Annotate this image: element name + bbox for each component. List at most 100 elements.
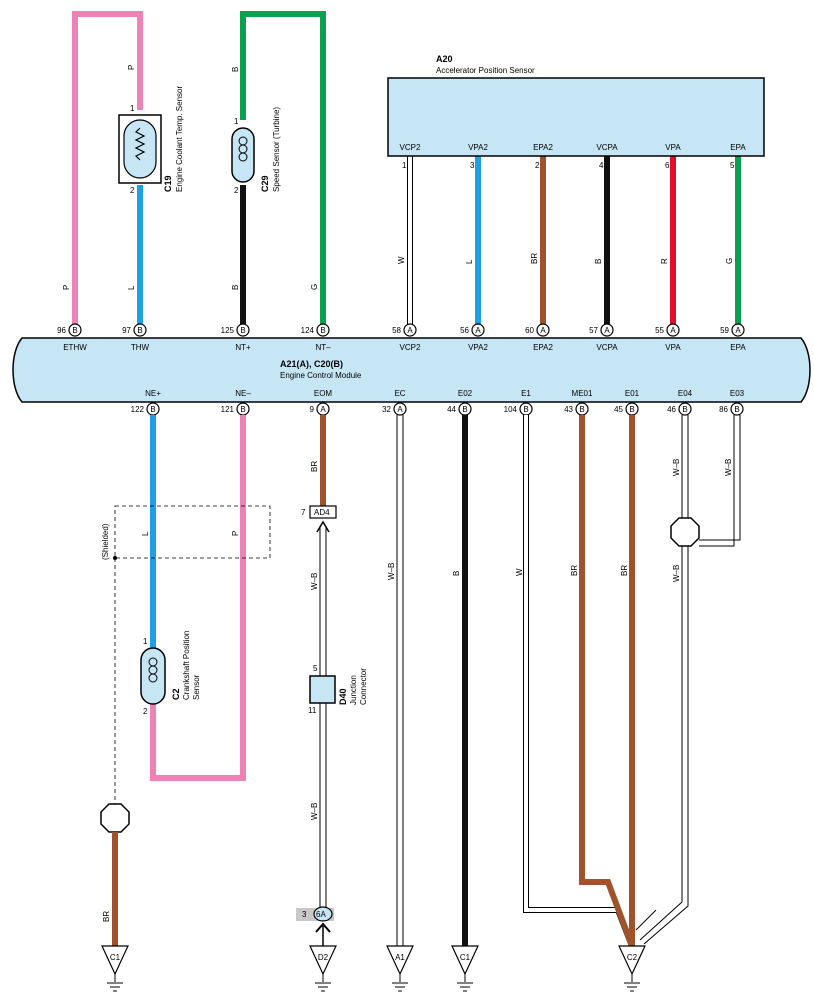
c19-pin-top: 1 — [130, 104, 135, 113]
c19-sensor: 1 2 C19 Engine Coolant Temp. Sensor — [118, 86, 184, 195]
ecm-top-pin-number-8: 55 — [655, 326, 664, 335]
ecm-bottom-pin-number-4: 44 — [447, 405, 456, 414]
d40-id: D40 — [338, 688, 348, 705]
nt-plus-wire-label: B — [231, 285, 240, 290]
a20-wire-label-5: G — [725, 258, 734, 264]
shield: (Shielded) — [101, 505, 271, 804]
ecm-bottom-pin-conn-5: B — [523, 405, 528, 414]
c29-pin-bottom: 2 — [234, 186, 239, 195]
ground-triangle-1 — [309, 945, 337, 976]
ecm-bottom-pin-name-3: EC — [394, 389, 405, 398]
a20-pin-number-3: 4 — [599, 161, 604, 170]
ecm-top-pin-conn-5: A — [475, 326, 481, 335]
ecm-top-pin-number-3: 124 — [301, 326, 315, 335]
ecm-top-pin-conn-1: B — [137, 326, 142, 335]
ecm-name: Engine Control Module — [280, 371, 362, 380]
ecm-bottom-pin-conn-8: B — [682, 405, 687, 414]
ecm-bottom-pin-name-1: NE– — [235, 389, 251, 398]
j6a-connector — [313, 906, 333, 922]
a20-pin-number-5: 5 — [730, 161, 735, 170]
ecm-bottom-pin-number-9: 86 — [719, 405, 728, 414]
a20-pin-number-2: 2 — [535, 161, 540, 170]
ecm-top-pin-number-2: 125 — [221, 326, 235, 335]
a20-pin-name-3: VCPA — [596, 143, 618, 152]
ecm-top-pin-conn-2: B — [240, 326, 245, 335]
ecm-top-pin-conn-6: A — [540, 326, 546, 335]
ad4-connector — [309, 505, 337, 519]
ecm-bottom-pins: NE+B122NE–B121EOMA9ECA32E02B44E1B104ME01… — [131, 389, 745, 416]
e04-splice — [670, 517, 700, 547]
ethw-wire-label: P — [62, 285, 71, 290]
ecm-top-pin-circle-7 — [600, 323, 614, 337]
ecm-bottom-pin-number-8: 46 — [667, 405, 676, 414]
a20-wire-label-3: B — [594, 259, 603, 264]
ecm-top-pin-number-9: 59 — [720, 326, 729, 335]
e03-wire-label: W–B — [724, 459, 733, 476]
ecm-top-pin-name-2: NT+ — [235, 343, 251, 352]
wire-nt-minus-green — [240, 11, 326, 330]
shield-wire-label: BR — [102, 911, 111, 922]
ecm-top-pin-conn-0: B — [72, 326, 77, 335]
ecm-top-pin-circle-6 — [536, 323, 550, 337]
a20-wire-label-0: W — [397, 256, 406, 264]
ecm-top-pin-circle-3 — [316, 323, 330, 337]
ecm-top-pin-conn-9: A — [735, 326, 741, 335]
a20-pin-name-0: VCP2 — [400, 143, 421, 152]
ecm-bottom-pin-number-6: 43 — [564, 405, 573, 414]
c19-id: C19 — [163, 175, 173, 192]
ec-wire-label: W–B — [387, 563, 396, 580]
a20-pin-number-1: 3 — [470, 161, 475, 170]
c19-upper-wire-label: P — [127, 65, 136, 70]
j6a-pin: 3 — [302, 910, 307, 919]
ground-triangle-3 — [451, 945, 479, 976]
c2-name-line1: Crankshaft Position — [182, 631, 191, 700]
ecm-top-pin-circle-8 — [666, 323, 680, 337]
ecm-top-pin-number-6: 60 — [525, 326, 534, 335]
ecm-bottom-pin-name-7: E01 — [625, 389, 640, 398]
wire-wb-d40 — [316, 520, 330, 912]
shielded-label: (Shielded) — [101, 523, 110, 560]
ecm-bottom-pin-circle-3 — [393, 402, 407, 416]
ecm-top-pin-name-1: THW — [131, 343, 150, 352]
a20-pin-name-5: EPA — [730, 143, 746, 152]
ecm-bottom-pin-conn-0: B — [150, 405, 155, 414]
ground-0: C1 — [101, 945, 129, 992]
ecm-top-pin-number-4: 58 — [392, 326, 401, 335]
c29-sensor: 1 2 C29 Speed Sensor (Turbine) — [231, 107, 281, 195]
ground-3: C1 — [451, 945, 479, 992]
ground-triangle-0 — [101, 945, 129, 976]
c2-pin-bottom: 2 — [143, 707, 148, 716]
wire-e04-e03-wb — [635, 415, 741, 945]
wire-me01-brown — [579, 415, 635, 948]
eom-wire-label: BR — [310, 461, 319, 472]
ground-label-3: C1 — [460, 953, 471, 962]
ecm-bottom-pin-circle-9 — [730, 402, 744, 416]
d40-pin-top: 5 — [313, 664, 318, 673]
c29-pin-top: 1 — [234, 117, 239, 126]
ecm-bottom-pin-name-5: E1 — [521, 389, 531, 398]
a20-pin-number-4: 6 — [665, 161, 670, 170]
ecm-bottom-pin-conn-3: A — [397, 405, 403, 414]
ground-label-2: A1 — [395, 953, 405, 962]
c19-name: Engine Coolant Temp. Sensor — [175, 86, 184, 192]
ecm-bottom-pin-conn-2: A — [320, 405, 326, 414]
c2-name-line2: Sensor — [192, 674, 201, 700]
ecm-top-pin-conn-3: B — [320, 326, 325, 335]
a20-pin-name-2: EPA2 — [533, 143, 553, 152]
e04-wire-label: W–B — [672, 459, 681, 476]
ground-label-4: C2 — [627, 953, 638, 962]
c29-id: C29 — [260, 175, 270, 192]
ecm-bottom-pin-conn-4: B — [462, 405, 467, 414]
ecm-top-pin-circle-0 — [68, 323, 82, 337]
d40-junction — [309, 675, 336, 704]
ecm-top-pin-number-1: 97 — [122, 326, 131, 335]
ecm-bottom-pin-circle-8 — [678, 402, 692, 416]
ecm-top-pin-name-8: VPA — [665, 343, 681, 352]
wb-label-1: W–B — [310, 573, 319, 590]
ecm-bottom-pin-name-2: EOM — [314, 389, 333, 398]
ne-plus-wire-label: L — [141, 531, 150, 536]
ground-4: C2 — [618, 945, 646, 992]
